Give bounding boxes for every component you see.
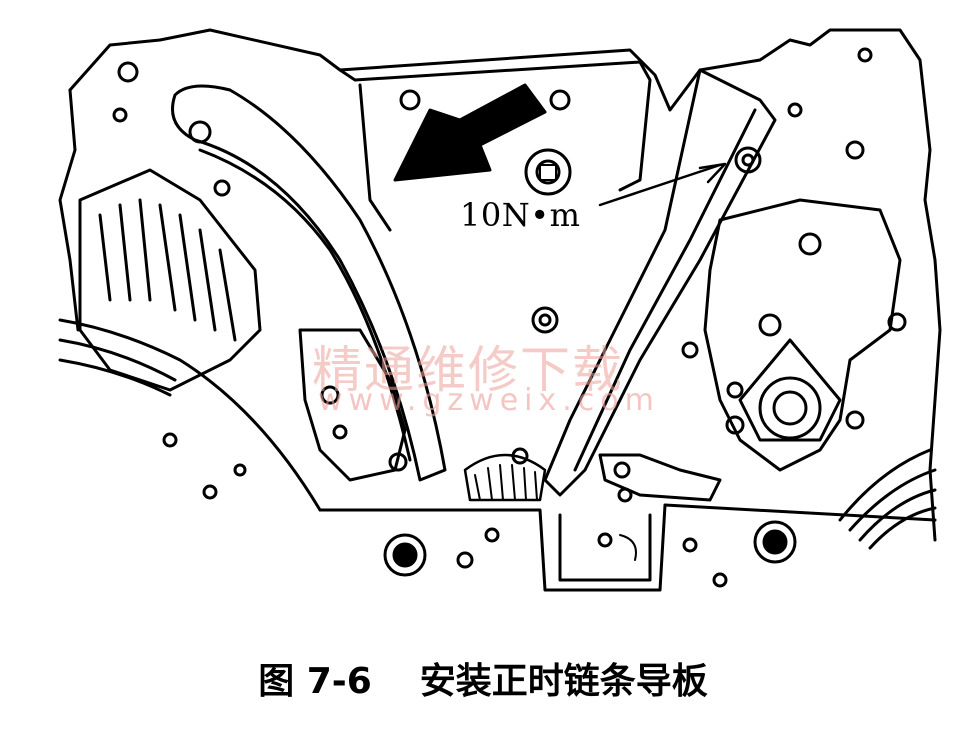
center-bolt bbox=[524, 148, 572, 196]
upper-cover-plate bbox=[338, 60, 652, 192]
engine-line-drawing bbox=[58, 28, 942, 592]
engine-block-outline bbox=[68, 28, 942, 542]
lower-bolt-left bbox=[383, 533, 427, 577]
right-chain-guide bbox=[543, 68, 777, 497]
direction-arrow bbox=[393, 83, 547, 182]
figure-number: 图 7-6 bbox=[258, 661, 372, 702]
alternator-body bbox=[78, 168, 262, 392]
figure-title: 安装正时链条导板 bbox=[419, 661, 708, 702]
engine-timing-illustration: 10N•m 精通维修下载 www.gzweix.com bbox=[58, 28, 942, 592]
lower-bolt-right bbox=[753, 520, 797, 564]
torque-spec-label: 10N•m bbox=[458, 196, 583, 234]
crank-sprocket bbox=[463, 453, 547, 502]
torque-leader-line bbox=[598, 163, 722, 207]
figure-caption: 图 7-6 安装正时链条导板 bbox=[0, 652, 966, 704]
tensioner-bracket bbox=[298, 328, 407, 482]
lower-block-edge bbox=[318, 503, 937, 592]
left-chain-guide bbox=[171, 84, 447, 482]
water-pump-housing bbox=[703, 198, 902, 472]
